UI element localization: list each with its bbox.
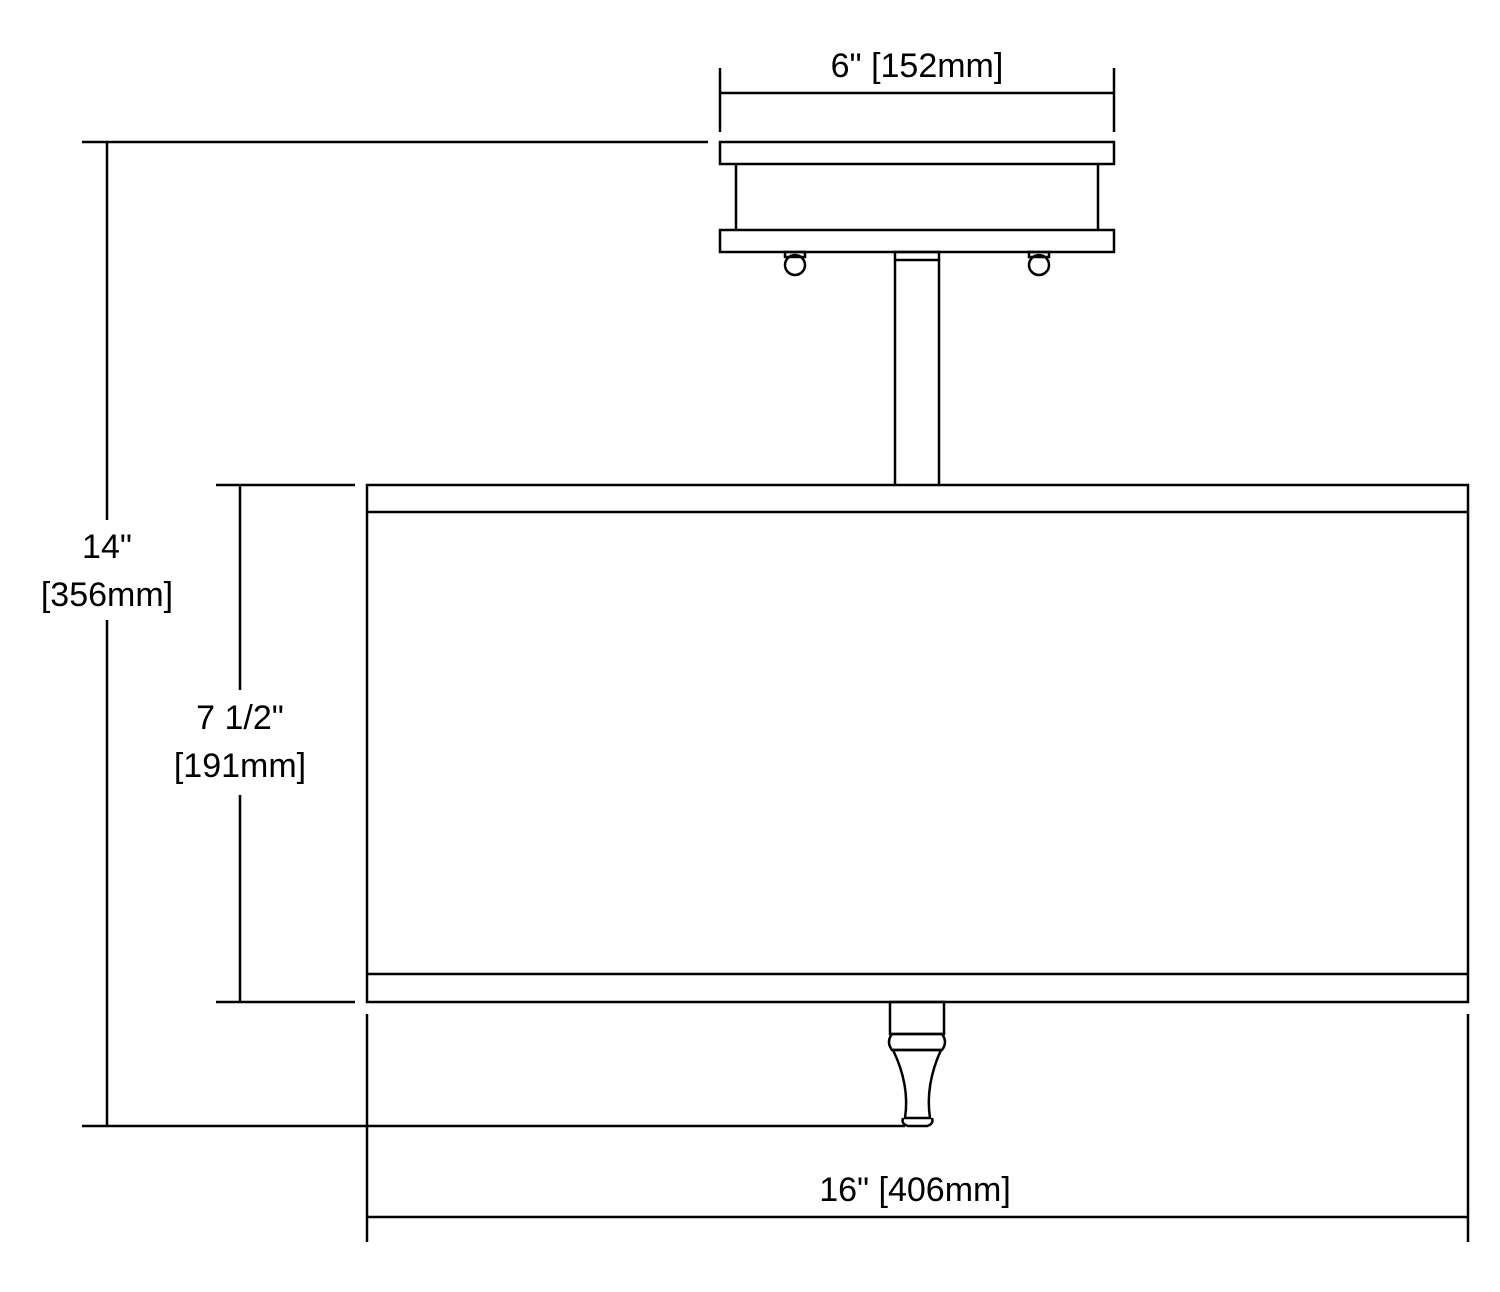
- shade-height-inch-label: 7 1/2": [196, 699, 284, 737]
- overall-height-inch-label: 14": [82, 528, 132, 566]
- overall-height-mm-label: [356mm]: [40, 576, 174, 614]
- canopy-width-dimension: [718, 68, 1116, 132]
- shade: [365, 483, 1470, 1004]
- shade-width-label: 16" [406mm]: [819, 1171, 1011, 1209]
- shade-height-mm-label: [191mm]: [173, 747, 307, 785]
- finial: [887, 1000, 947, 1128]
- canopy: [718, 140, 1116, 277]
- shade-height-dimension: [216, 483, 355, 1004]
- shade-width-dimension: [365, 1014, 1470, 1242]
- canopy-width-label: 6" [152mm]: [830, 47, 1004, 85]
- overall-height-dimension: [82, 140, 905, 1128]
- stem: [893, 250, 941, 485]
